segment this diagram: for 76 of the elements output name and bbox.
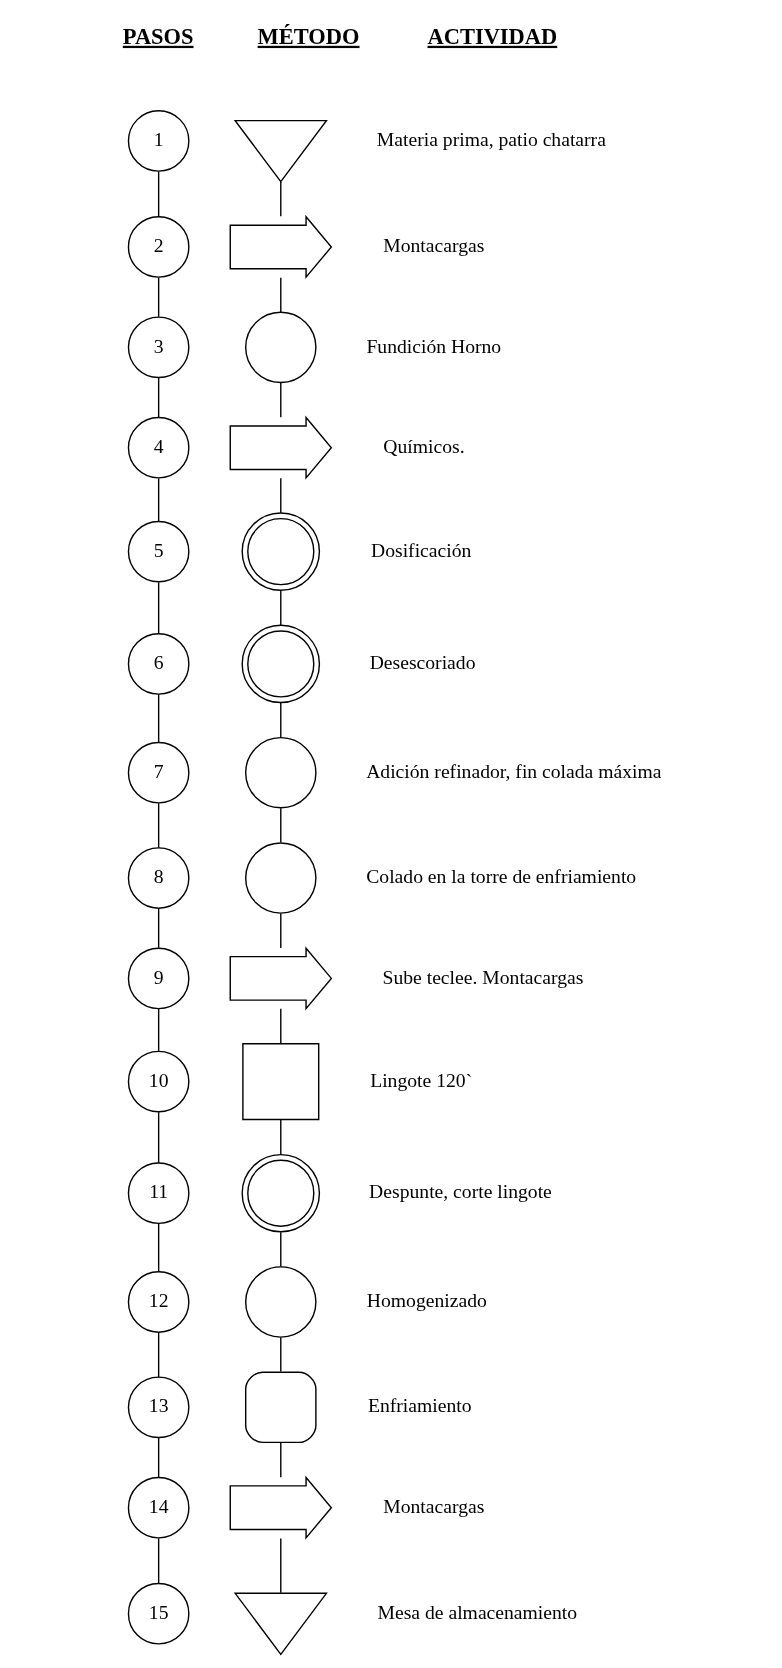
- node-circle: 8: [127, 846, 190, 909]
- node-circle: 2: [127, 215, 190, 278]
- node-circle: 13: [127, 1375, 190, 1438]
- connector: [157, 276, 160, 317]
- node-circle: 3: [127, 315, 190, 378]
- node-label: Desescoriado: [369, 650, 476, 673]
- node-boxed-circle: [241, 624, 321, 703]
- node-label: Químicos.: [383, 434, 465, 457]
- connector: [280, 1441, 282, 1478]
- connector: [280, 1231, 282, 1267]
- label: PASOS: [122, 23, 194, 49]
- connector: [280, 276, 282, 313]
- connector: [157, 1537, 160, 1584]
- node-label: Materia prima, patio chatarra: [376, 127, 606, 150]
- node-label: Homogenizado: [366, 1288, 487, 1311]
- connector: [280, 477, 282, 513]
- node-circle: 5: [127, 520, 190, 582]
- node-triangle: [233, 119, 328, 183]
- node-label: Enfriamiento: [367, 1393, 472, 1416]
- connector: [157, 1331, 160, 1378]
- connector: [157, 477, 160, 522]
- node-arrow: [229, 1475, 333, 1540]
- node-boxed-circle: [241, 1153, 321, 1232]
- node-triangle: [233, 1592, 328, 1656]
- connector: [157, 1110, 160, 1164]
- node-box: [242, 1042, 320, 1120]
- connector: [280, 1537, 282, 1593]
- node-label: Dosificación: [371, 538, 472, 561]
- connector: [280, 381, 282, 418]
- node-label: Lingote 120`: [370, 1068, 473, 1091]
- node-delay: [245, 1371, 317, 1443]
- connector: [280, 1336, 282, 1372]
- node-arrow: [229, 945, 333, 1010]
- node-circle: [245, 311, 317, 383]
- connector: [157, 907, 160, 948]
- node-circle: 14: [127, 1476, 190, 1539]
- connector: [280, 1007, 282, 1044]
- connector: [157, 1007, 160, 1052]
- label: MÉTODO: [257, 23, 360, 49]
- connector: [280, 589, 282, 626]
- node-arrow: [229, 415, 333, 480]
- connector: [157, 1436, 160, 1478]
- connector: [280, 180, 282, 217]
- node-circle: 1: [127, 109, 190, 172]
- node-label: Sube teclee. Montacargas: [382, 965, 584, 988]
- connector: [280, 1118, 282, 1155]
- node-circle: 6: [127, 632, 190, 695]
- node-circle: 11: [127, 1161, 190, 1224]
- connector: [157, 693, 160, 743]
- node-circle: 9: [127, 947, 190, 1009]
- node-circle: 10: [127, 1050, 190, 1112]
- node-label: Fundición Horno: [366, 334, 502, 357]
- node-label: Despunte, corte lingote: [369, 1179, 552, 1202]
- node-label: Mesa de almacenamiento: [377, 1600, 578, 1623]
- connector: [157, 581, 160, 634]
- connector: [280, 807, 282, 843]
- node-label: Colado en la torre de enfriamiento: [366, 864, 637, 887]
- node-circle: [245, 841, 317, 914]
- connector: [280, 912, 282, 949]
- node-label: Montacargas: [383, 1494, 485, 1517]
- node-boxed-circle: [241, 511, 321, 591]
- connector: [157, 1222, 160, 1272]
- connector: [280, 701, 282, 738]
- node-circle: 12: [127, 1270, 190, 1333]
- connector: [157, 802, 160, 848]
- node-circle: 4: [127, 416, 190, 479]
- node-label: Adición refinador, fin colada máxima: [366, 759, 662, 782]
- node-circle: [245, 1265, 317, 1338]
- connector: [157, 376, 160, 418]
- node-circle: [245, 736, 317, 809]
- connector: [157, 170, 160, 217]
- label: ACTIVIDAD: [427, 23, 558, 49]
- node-label: Montacargas: [383, 233, 485, 256]
- node-circle: 7: [127, 741, 190, 804]
- node-circle: 15: [127, 1582, 190, 1645]
- node-arrow: [229, 214, 333, 279]
